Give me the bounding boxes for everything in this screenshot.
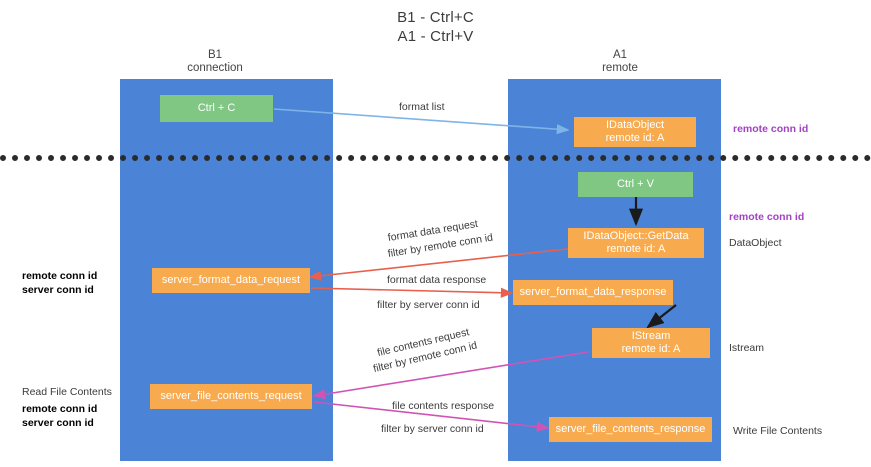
filter-server-conn-id-1: server conn id [413,299,480,311]
node-ctrl-v[interactable]: Ctrl + V [578,172,693,197]
right-label-istream: Istream [729,342,765,354]
left-label-remote-conn-id-bottom: remote conn id [22,403,98,415]
right-label-dataobject: DataObject [729,237,782,249]
node-idataobject-getdata[interactable]: IDataObject::GetData remote id: A [568,228,704,258]
node-idataobject-label: IDataObject [605,119,665,131]
filter-by-text-2: filter by [377,299,414,311]
edge-label-filter-response: filter by server conn id [377,299,480,312]
right-label-remote-conn-id-top: remote conn id [733,123,809,135]
edge-label-format-list: format list [399,101,445,113]
edge-format-data-response [310,287,514,298]
column-header-b1-role: connection [187,62,243,74]
node-server-format-data-response[interactable]: server_format_data_response [513,280,673,305]
column-header-b1-name: B1 [207,49,223,61]
node-ctrl-c[interactable]: Ctrl + C [160,95,273,122]
left-label-server-conn-id-mid: server conn id [22,284,94,296]
node-server-file-contents-request-label: server_file_contents_request [160,390,302,402]
section-divider [0,155,871,161]
edge-label-file-contents-response: file contents response [392,400,495,412]
node-idataobject-getdata-label: IDataObject::GetData [583,230,689,242]
node-server-format-data-request-label: server_format_data_request [161,274,301,286]
node-istream[interactable]: IStream remote id: A [592,328,710,358]
left-label-remote-conn-id-mid: remote conn id [22,270,98,282]
edge-label-filter-file-response: filter by server conn id [381,423,484,436]
filter-by-text-1: filter by [386,242,426,261]
right-label-remote-conn-id-mid: remote conn id [729,211,805,223]
node-server-file-contents-response[interactable]: server_file_contents_response [549,417,712,442]
node-server-format-data-response-label: server_format_data_response [519,286,667,298]
node-ctrl-v-label: Ctrl + V [617,178,654,190]
diagram-title-line2: A1 - Ctrl+V [397,28,474,45]
node-istream-label: IStream [631,330,671,342]
left-label-read-file-contents: Read File Contents [22,386,112,398]
right-label-write-file-contents: Write File Contents [733,425,823,437]
filter-server-conn-id-2: server conn id [417,423,484,435]
node-server-file-contents-request[interactable]: server_file_contents_request [150,384,312,409]
left-label-server-conn-id-bottom: server conn id [22,417,94,429]
node-idataobject-remote-id: remote id: A [605,132,665,144]
node-idataobject[interactable]: IDataObject remote id: A [574,117,696,147]
column-header-a1-role: remote [602,62,638,74]
column-header-a1-name: A1 [612,49,628,61]
node-server-format-data-request[interactable]: server_format_data_request [152,268,310,293]
node-server-file-contents-response-label: server_file_contents_response [555,423,706,435]
filter-by-text-4: filter by [381,423,418,435]
node-idataobject-getdata-remote-id: remote id: A [606,243,666,255]
node-ctrl-c-label: Ctrl + C [197,102,236,114]
edge-label-format-data-response: format data response [387,274,487,286]
node-istream-remote-id: remote id: A [621,343,681,355]
diagram-title-line1: B1 - Ctrl+C [397,9,474,26]
